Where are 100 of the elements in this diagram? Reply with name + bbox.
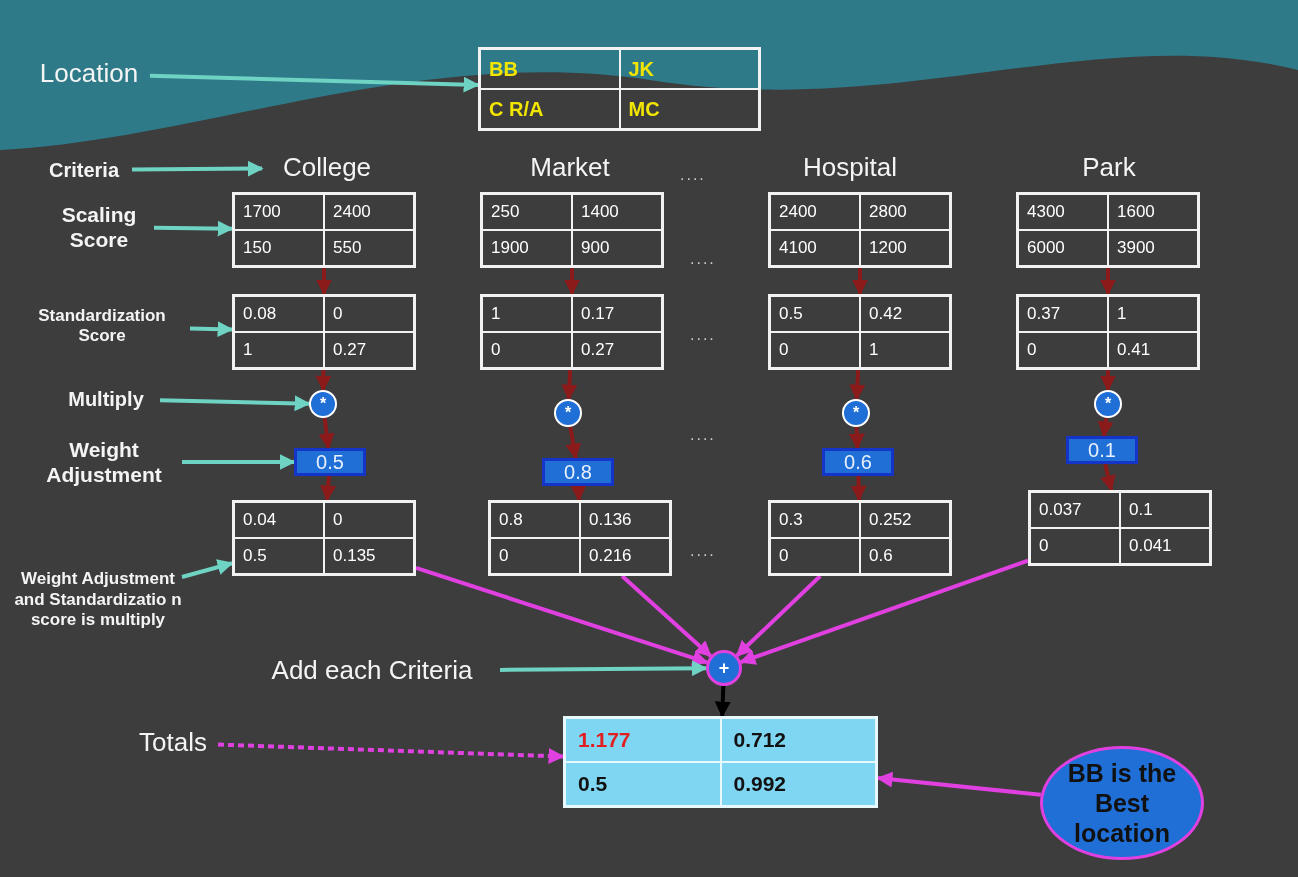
table-cell: 0.037	[1030, 492, 1120, 528]
table-cell: 0.37	[1018, 296, 1108, 332]
operator-circle: *	[554, 399, 582, 427]
arrow	[217, 742, 565, 765]
ellipsis-mark: ....	[680, 166, 706, 184]
row-label: Scaling Score	[44, 198, 154, 256]
table-cell: 1	[234, 332, 324, 368]
table-cell: 0	[324, 296, 414, 332]
table-cell: 0	[770, 332, 860, 368]
table-cell: 1	[1108, 296, 1198, 332]
arrow	[848, 426, 865, 450]
table-cell: 0.5	[770, 296, 860, 332]
weight-box: 0.1	[1066, 436, 1138, 464]
table-cell: 0.3	[770, 502, 860, 538]
arrow	[1100, 370, 1116, 392]
table-cell: MC	[619, 89, 759, 129]
arrow	[189, 321, 234, 338]
table-cell: 0	[1018, 332, 1108, 368]
score-table	[1016, 192, 1200, 268]
arrow	[318, 417, 335, 450]
operator-circle: +	[706, 650, 742, 686]
row-label: Totals	[128, 726, 218, 760]
table-cell: 3900	[1108, 230, 1198, 266]
table-cell: 4100	[770, 230, 860, 266]
arrow	[739, 558, 1029, 665]
result-table	[1028, 490, 1212, 566]
row-label: Multiply	[52, 384, 160, 414]
table-cell: JK	[619, 49, 759, 89]
table-cell: 1	[482, 296, 572, 332]
arrow	[315, 369, 332, 392]
column-heading: Park	[1066, 150, 1152, 186]
callout-ellipse: BB is the Best location	[1040, 746, 1204, 860]
operator-circle: *	[309, 390, 337, 418]
column-heading: Hospital	[780, 150, 920, 186]
result-table	[488, 500, 672, 576]
arrow	[620, 574, 712, 658]
ellipsis-mark: ....	[690, 326, 716, 344]
score-table	[232, 192, 416, 268]
arrow	[561, 369, 578, 401]
ellipsis-mark: ....	[690, 542, 716, 560]
arrow	[714, 685, 731, 718]
table-cell: 0	[324, 502, 414, 538]
arrow	[564, 268, 580, 296]
table-cell: 0	[770, 538, 860, 574]
arrow	[850, 475, 867, 502]
score-table	[1016, 294, 1200, 370]
result-table	[768, 500, 952, 576]
operator-circle: *	[1094, 390, 1122, 418]
ellipsis-mark: ....	[690, 250, 716, 268]
table-cell: 2800	[860, 194, 950, 230]
table-cell: 2400	[324, 194, 414, 230]
table-cell: 0.08	[234, 296, 324, 332]
arrow	[570, 485, 587, 502]
table-cell: 0.136	[580, 502, 670, 538]
table-cell: BB	[480, 49, 620, 89]
score-table	[768, 192, 952, 268]
table-cell: 1200	[860, 230, 950, 266]
table-cell: 0	[482, 332, 572, 368]
arrow	[149, 73, 480, 93]
table-cell: 0.1	[1120, 492, 1210, 528]
row-label: Standardization Score	[14, 300, 190, 352]
table-cell: 2400	[770, 194, 860, 230]
table-cell: 150	[234, 230, 324, 266]
arrow	[159, 395, 311, 412]
table-cell: 1700	[234, 194, 324, 230]
table-cell: 0	[490, 538, 580, 574]
arrow	[182, 454, 296, 470]
table-cell: 1.177	[565, 718, 721, 762]
table-cell: 0.8	[490, 502, 580, 538]
table-cell: 0.17	[572, 296, 662, 332]
weight-box: 0.5	[294, 448, 366, 476]
arrow	[415, 566, 709, 666]
table-cell: 0.6	[860, 538, 950, 574]
table-cell: 900	[572, 230, 662, 266]
table-cell: 0.41	[1108, 332, 1198, 368]
arrow	[499, 660, 708, 677]
table-cell: 0.42	[860, 296, 950, 332]
row-label: Add each Criteria	[244, 652, 500, 690]
row-label: Weight Adjustment and Standardizatio n score is multiply	[14, 528, 182, 672]
table-cell: 0.041	[1120, 528, 1210, 564]
table-cell: 1	[860, 332, 950, 368]
table-cell: 4300	[1018, 194, 1108, 230]
table-cell: 550	[324, 230, 414, 266]
table-cell: 0	[1030, 528, 1120, 564]
table-cell: 1400	[572, 194, 662, 230]
weight-box: 0.8	[542, 458, 614, 486]
table-cell: 0.5	[234, 538, 324, 574]
arrow	[181, 559, 234, 579]
column-heading: College	[262, 150, 392, 186]
arrow	[132, 160, 264, 177]
weight-box: 0.6	[822, 448, 894, 476]
table-cell: 6000	[1018, 230, 1108, 266]
score-table	[768, 294, 952, 370]
table-cell: 0.216	[580, 538, 670, 574]
arrow	[849, 369, 866, 401]
table-cell: 0.712	[720, 718, 876, 762]
table-cell: 250	[482, 194, 572, 230]
arrow	[1100, 463, 1116, 492]
score-table	[232, 294, 416, 370]
column-heading: Market	[510, 150, 630, 186]
